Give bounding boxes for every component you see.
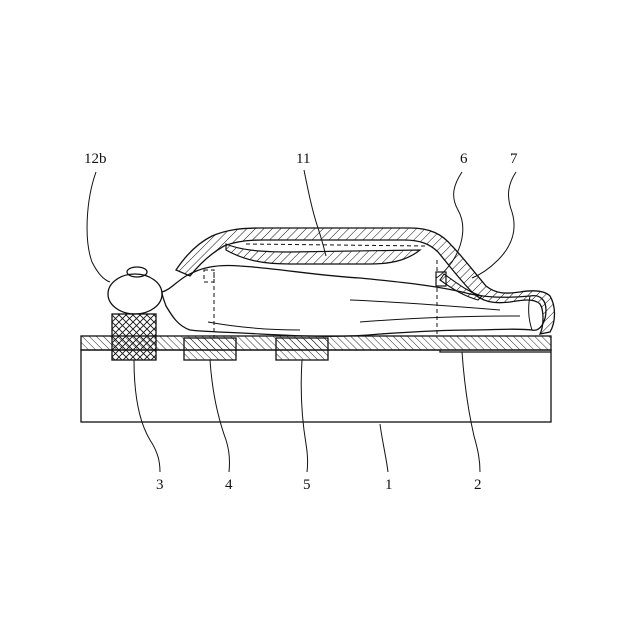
upper-cover <box>176 228 555 334</box>
inner-cover-mat <box>226 244 420 264</box>
dashed-boundary-top <box>246 244 426 246</box>
label-2: 2 <box>474 477 482 493</box>
label-6: 6 <box>460 151 468 167</box>
support-block-5 <box>276 338 328 360</box>
support-block-4 <box>184 338 236 360</box>
label-1: 1 <box>385 477 393 493</box>
label-4: 4 <box>225 477 233 493</box>
head-support-block-3 <box>112 314 156 360</box>
small-dashed-box <box>204 270 214 282</box>
label-11: 11 <box>296 151 310 167</box>
patient-body <box>108 265 546 336</box>
label-3: 3 <box>156 477 164 493</box>
label-7: 7 <box>510 151 518 167</box>
label-12b: 12b <box>84 151 107 167</box>
base-bed <box>81 350 551 422</box>
label-5: 5 <box>303 477 311 493</box>
